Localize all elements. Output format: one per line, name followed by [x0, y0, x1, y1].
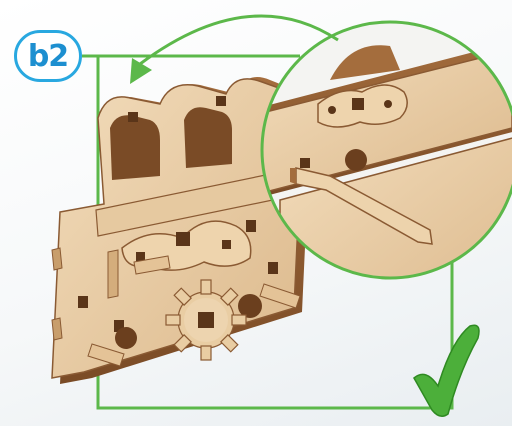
step-label: b2 [28, 39, 68, 74]
checkmark-icon [414, 325, 479, 416]
gear-wheel [166, 280, 246, 360]
step-badge-icon: b2 [14, 30, 82, 82]
